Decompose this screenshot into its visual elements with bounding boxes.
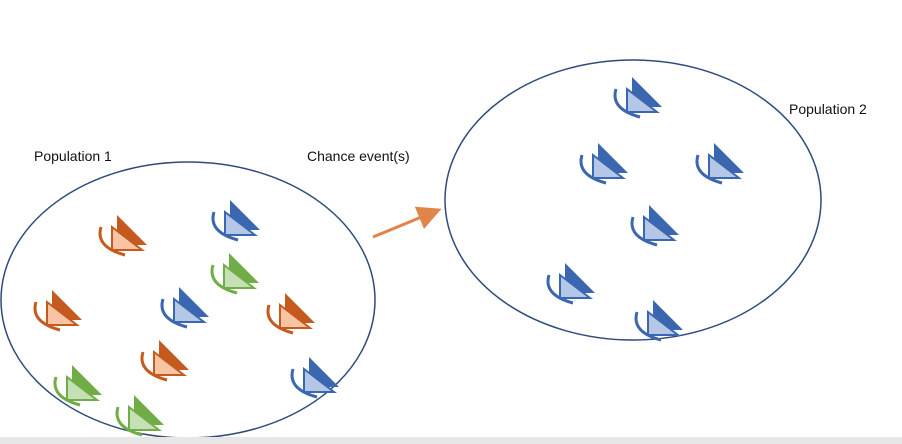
population-2-individual-blue	[579, 143, 628, 185]
population-2-individual-blue	[695, 143, 744, 185]
bottom-scroll-bar	[0, 437, 902, 444]
chance-arrow	[372, 206, 442, 239]
population-2-label: Population 2	[789, 101, 867, 117]
population-1-individual-blue	[290, 357, 339, 399]
population-2-individual-blue	[613, 77, 662, 119]
population-1-individual-orange	[33, 290, 82, 332]
population-1-individual-orange	[98, 215, 147, 257]
population-1-individual-green	[53, 365, 102, 407]
population-1-label: Population 1	[34, 148, 112, 164]
population-2-individual-blue	[634, 300, 683, 342]
population-2-individual-blue	[630, 205, 679, 247]
population-1-individual-blue	[211, 200, 260, 242]
population-1-individual-blue	[160, 287, 209, 329]
population-2-ellipse	[444, 59, 822, 341]
chance-event-label: Chance event(s)	[307, 148, 410, 164]
population-1-individual-orange	[266, 293, 315, 335]
population-1-individual-green	[210, 253, 259, 295]
population-1-individual-green	[115, 395, 164, 437]
population-1-individual-orange	[140, 340, 189, 382]
population-2-individual-blue	[546, 263, 595, 305]
